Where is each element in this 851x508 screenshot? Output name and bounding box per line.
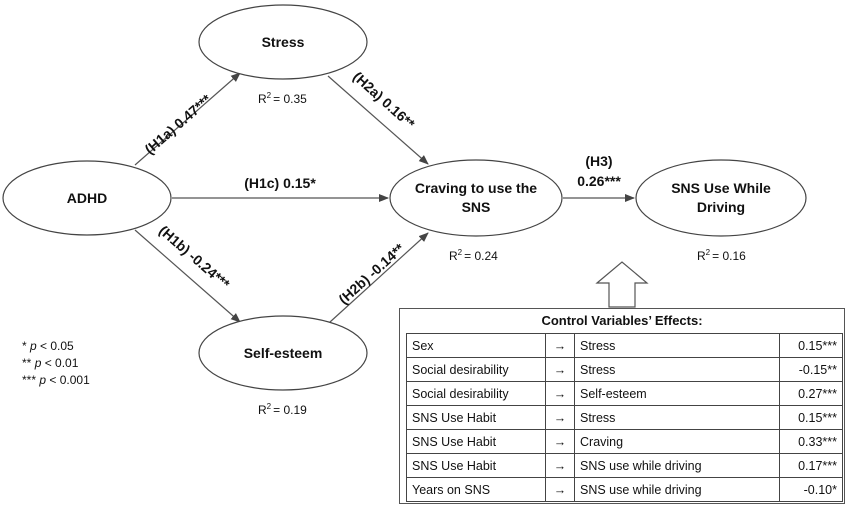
node-driving-label-line2: Driving [697, 199, 745, 215]
arrow-icon: → [545, 381, 575, 406]
control-target: Stress [574, 357, 780, 382]
node-craving-label-line1: Craving to use the [415, 180, 537, 196]
label-h3-line1: (H3) [585, 153, 612, 169]
node-self-esteem [198, 315, 368, 391]
node-craving [389, 159, 563, 237]
arrow-stress-craving [327, 75, 429, 165]
control-coefficient: 0.15*** [779, 405, 843, 430]
control-coefficient: -0.10* [779, 477, 843, 502]
node-stress-label: Stress [262, 34, 305, 50]
arrow-icon: → [545, 477, 575, 502]
node-adhd-label: ADHD [67, 190, 107, 206]
arrow-self-esteem-craving [329, 232, 429, 323]
arrow-icon: → [545, 333, 575, 358]
node-craving-label-line2: SNS [462, 199, 491, 215]
r2-craving: R2= 0.24 [449, 248, 498, 263]
control-variable: SNS Use Habit [406, 405, 546, 430]
control-row: Social desirability→Stress-0.15** [406, 357, 843, 382]
control-target: Stress [574, 333, 780, 358]
control-coefficient: 0.33*** [779, 429, 843, 454]
control-row: Years on SNS→SNS use while driving-0.10* [406, 477, 843, 502]
arrow-adhd-self-esteem [134, 229, 241, 323]
control-coefficient: 0.17*** [779, 453, 843, 478]
node-self-esteem-label: Self-esteem [244, 345, 323, 361]
control-variable: Sex [406, 333, 546, 358]
label-h2a: (H2a) 0.16** [350, 68, 418, 132]
control-target: SNS use while driving [574, 477, 780, 502]
control-variable: SNS Use Habit [406, 453, 546, 478]
control-coefficient: 0.15*** [779, 333, 843, 358]
label-h1a: (H1a) 0.47*** [141, 91, 214, 158]
control-variable: Years on SNS [406, 477, 546, 502]
control-target: Self-esteem [574, 381, 780, 406]
r2-stress: R2= 0.35 [258, 91, 307, 106]
legend-row: *** p < 0.001 [22, 373, 90, 387]
legend-row: ** p < 0.01 [22, 356, 79, 370]
control-variable: Social desirability [406, 357, 546, 382]
control-coefficient: -0.15** [779, 357, 843, 382]
label-h1c: (H1c) 0.15* [244, 175, 316, 191]
arrow-icon: → [545, 405, 575, 430]
control-effects-up-arrow [595, 261, 649, 308]
legend-row: * p < 0.05 [22, 339, 74, 353]
label-h3-line2: 0.26*** [577, 173, 621, 189]
node-driving-label-line1: SNS Use While [671, 180, 771, 196]
node-adhd [2, 160, 172, 236]
arrow-icon: → [545, 453, 575, 478]
control-target: Craving [574, 429, 780, 454]
control-target: SNS use while driving [574, 453, 780, 478]
control-variable: SNS Use Habit [406, 429, 546, 454]
significance-legend: * p < 0.05 ** p < 0.01 *** p < 0.001 [22, 338, 90, 389]
node-driving [635, 159, 807, 237]
control-variable: Social desirability [406, 381, 546, 406]
control-variables-title: Control Variables’ Effects: [541, 313, 703, 328]
r2-self-esteem: R2= 0.19 [258, 402, 307, 417]
label-h2b: (H2b) -0.14** [335, 240, 407, 307]
control-coefficient: 0.27*** [779, 381, 843, 406]
r2-driving: R2= 0.16 [697, 248, 746, 263]
node-stress [198, 4, 368, 80]
control-target: Stress [574, 405, 780, 430]
arrow-icon: → [545, 429, 575, 454]
arrow-icon: → [545, 357, 575, 382]
arrow-adhd-stress [134, 72, 241, 166]
